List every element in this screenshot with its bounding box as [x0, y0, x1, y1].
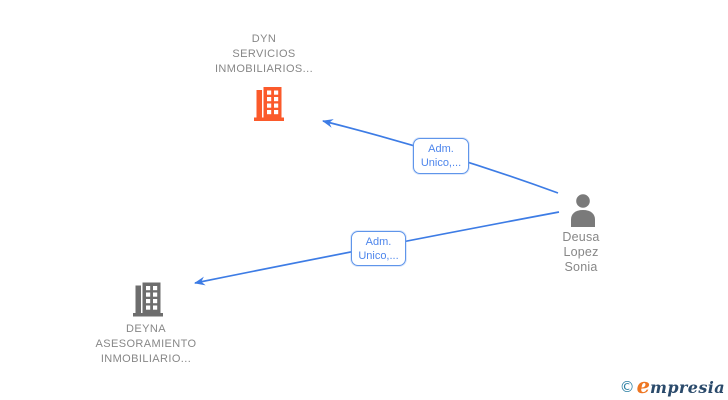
node-label-line: INMOBILIARIO...: [100, 353, 192, 365]
person-icon[interactable]: [569, 194, 597, 227]
node-label-line: ASESORAMIENTO: [95, 338, 197, 350]
copyright-icon: ©: [619, 378, 635, 396]
logo-brand-text: mpresia: [650, 378, 725, 397]
edge-label-adm-unico-dyn[interactable]: Adm. Unico,...: [413, 138, 469, 174]
empresia-logo[interactable]: ©empresia: [620, 373, 725, 398]
node-label-line: INMOBILIARIOS...: [214, 63, 314, 75]
node-label-deusa[interactable]: Deusa Lopez Sonia: [562, 230, 599, 275]
edge-label-adm-unico-deyna[interactable]: Adm. Unico,...: [351, 231, 406, 266]
node-label-line: SERVICIOS: [232, 48, 296, 60]
node-label-line: DYN: [251, 33, 277, 45]
node-label-line: Sonia: [564, 260, 598, 274]
edge-label-line: Adm.: [365, 236, 392, 248]
edge-label-line: Adm.: [428, 143, 454, 155]
node-label-line: Lopez: [563, 245, 599, 259]
node-label-line: Deusa: [562, 230, 600, 244]
node-label-line: DEYNA: [126, 323, 166, 335]
building-icon[interactable]: [132, 282, 164, 318]
building-icon[interactable]: [253, 87, 285, 122]
edge-label-line: Unico,...: [420, 157, 462, 169]
logo-letter-e: e: [636, 373, 651, 398]
node-label-deyna[interactable]: DEYNA ASESORAMIENTO INMOBILIARIO...: [96, 322, 197, 367]
edge-label-line: Unico,...: [358, 250, 399, 262]
node-label-dyn[interactable]: DYN SERVICIOS INMOBILIARIOS...: [215, 32, 313, 77]
